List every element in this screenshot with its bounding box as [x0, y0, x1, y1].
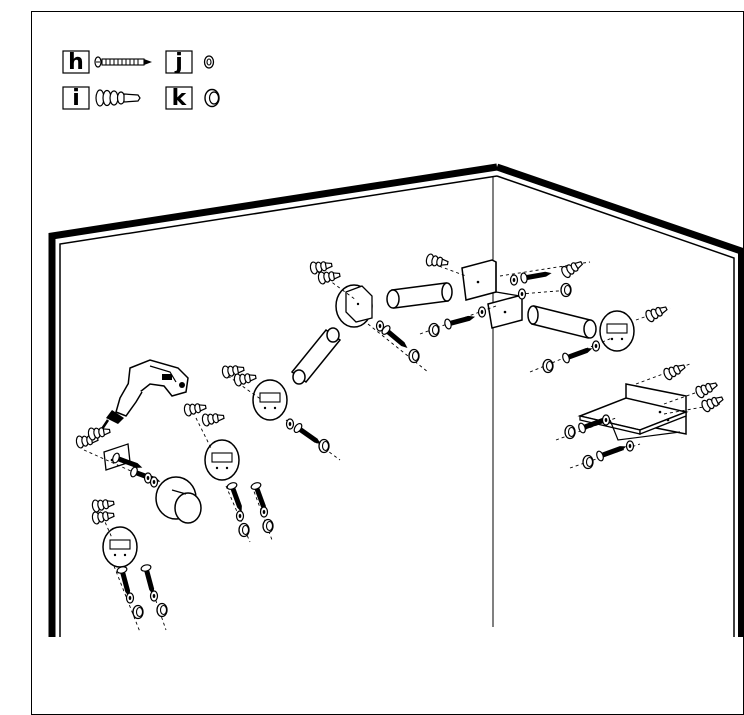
- wall-corner: [48, 163, 744, 637]
- rod-holder-left: [335, 284, 373, 328]
- legend-letter-i: i: [72, 86, 80, 111]
- corner-bracket: [461, 259, 523, 329]
- wall-disc-1: [102, 526, 138, 568]
- wall-disc-3: [252, 379, 288, 421]
- legend-item-i: i: [62, 86, 141, 111]
- legend-item-k: k: [165, 86, 220, 111]
- drill-icon: [98, 359, 189, 433]
- legend-letter-h: h: [68, 50, 84, 75]
- shelf: [577, 383, 689, 441]
- legend-letter-j: j: [174, 50, 183, 75]
- washer-small-icon: [203, 55, 215, 69]
- screw-icon: [94, 56, 152, 68]
- round-hook: [155, 476, 202, 524]
- washer-large-icon: [204, 88, 220, 108]
- towel-rod-center: [386, 282, 453, 309]
- legend-letter-k: k: [172, 86, 188, 111]
- legend-item-h: h: [62, 50, 152, 75]
- wall-anchor-icon: [95, 89, 141, 107]
- wall-disc-4: [599, 310, 635, 352]
- towel-rod-left: [290, 327, 342, 385]
- legend-item-j: j: [165, 50, 215, 75]
- hardware: [74, 252, 726, 620]
- towel-rod-right: [527, 305, 597, 339]
- parts-legend: h j i: [62, 50, 220, 111]
